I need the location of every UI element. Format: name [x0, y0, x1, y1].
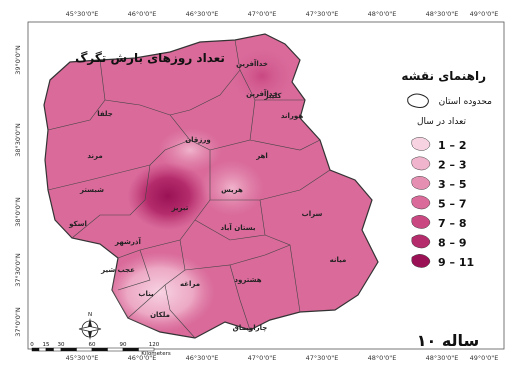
scale-unit: Kilometers: [141, 351, 171, 357]
county-label-marand: مرند: [87, 152, 102, 160]
scale-label: 60: [89, 342, 96, 348]
county-label-malekan: ملکان: [150, 311, 170, 319]
scale-segment: [76, 347, 93, 352]
county-label-bonab: بناب: [138, 290, 154, 298]
bottom-tick: 47°30'0"E: [306, 354, 339, 362]
top-tick: 49°0'0"E: [470, 10, 499, 18]
top-ticks: 45°30'0"E 46°0'0"E 46°30'0"E 47°0'0"E 47…: [66, 10, 499, 18]
legend: راهنمای نقشه محدوده استان تعداد در سال 1…: [401, 69, 492, 269]
legend-range-label: 1 – 2: [438, 139, 466, 152]
legend-swatch: [411, 156, 431, 171]
scale-segments: [31, 347, 155, 352]
top-tick: 46°30'0"E: [186, 10, 219, 18]
legend-swatch: [411, 137, 431, 151]
scale-segment: [138, 347, 155, 352]
left-tick: 38°0'0"N: [14, 197, 22, 227]
top-tick: 47°0'0"E: [248, 10, 277, 18]
county-label-ajabshir: عجب شیر: [100, 266, 135, 274]
left-tick: 38°30'0"N: [14, 123, 22, 157]
county-label-kaleybar: کلیبر: [264, 92, 283, 100]
bottom-tick: 48°30'0"E: [426, 354, 459, 362]
legend-range-label: 5 – 7: [438, 198, 466, 211]
scale-segment: [91, 347, 108, 352]
bottom-tick: 45°30'0"E: [66, 354, 99, 362]
scale-bar: 0 15 30 60 90 120 Kilometers: [30, 342, 171, 357]
hotspot-kaleybar: [228, 46, 296, 106]
legend-count-label: تعداد در سال: [417, 117, 466, 127]
county-label-hashtrud: هشترود: [234, 276, 261, 284]
bottom-tick: 49°0'0"E: [470, 354, 499, 362]
legend-range-label: 2 – 3: [438, 159, 466, 172]
legend-classes: 1 – 2 2 – 3 3 – 5 5 – 7 7 – 8 8 – 9 9 – 11: [411, 137, 474, 269]
scale-label: 90: [120, 342, 127, 348]
county-label-hurand: هوراند: [281, 112, 303, 120]
province-layer: [43, 33, 379, 339]
scale-label: 30: [58, 342, 65, 348]
legend-boundary: محدوده استان: [407, 93, 493, 108]
county-label-mianeh: میانه: [330, 256, 347, 264]
county-labels: خداآفرین خداآفرین کلیبر هوراند جلفا ورزق…: [68, 59, 346, 332]
legend-swatch: [411, 234, 431, 249]
left-tick: 37°0'0"N: [14, 307, 22, 337]
scale-segment: [31, 347, 40, 352]
county-label-charuymaq: چاراویماق: [233, 324, 268, 332]
scale-segment: [122, 347, 139, 352]
top-tick: 47°30'0"E: [306, 10, 339, 18]
low-zone-south: [105, 252, 215, 332]
scale-label: 120: [149, 342, 160, 348]
bottom-tick: 47°0'0"E: [248, 354, 277, 362]
left-ticks: 39°0'0"N 38°30'0"N 38°0'0"N 37°30'0"N 37…: [14, 45, 22, 337]
legend-title: راهنمای نقشه: [401, 69, 486, 83]
bottom-tick: 46°0'0"E: [128, 354, 157, 362]
county-label-jolfa: جلفا: [97, 110, 113, 118]
legend-boundary-label: محدوده استان: [439, 97, 493, 107]
legend-swatch: [411, 254, 431, 268]
scale-segment: [38, 347, 47, 352]
top-tick: 45°30'0"E: [66, 10, 99, 18]
top-tick: 48°30'0"E: [426, 10, 459, 18]
county-label-varzaqan: ورزقان: [185, 136, 211, 144]
legend-swatch: [411, 176, 431, 190]
scale-label: 15: [43, 342, 50, 348]
county-label-maragheh: مراغه: [180, 280, 200, 288]
county-label-khodaafarin: خداآفرین: [236, 59, 268, 68]
county-label-bostanabad: بستان آباد: [221, 223, 256, 232]
period-label: ۱۰ ساله: [417, 331, 480, 350]
county-label: خداآفرین: [246, 89, 278, 98]
north-arrow-icon: N: [78, 312, 102, 340]
scale-segment: [45, 347, 54, 352]
county-label-tabriz: تبریز: [171, 204, 189, 212]
north-label: N: [88, 312, 92, 318]
legend-swatch: [411, 195, 431, 210]
top-tick: 46°0'0"E: [128, 10, 157, 18]
county-borders: [47, 39, 331, 339]
legend-range-label: 8 – 9: [438, 237, 466, 250]
legend-range-label: 7 – 8: [438, 217, 466, 230]
scale-segment: [107, 347, 124, 352]
top-tick: 48°0'0"E: [368, 10, 397, 18]
boundary-swatch-icon: [407, 93, 429, 108]
scale-label: 0: [30, 342, 34, 348]
bottom-tick: 46°30'0"E: [186, 354, 219, 362]
bottom-tick: 48°0'0"E: [368, 354, 397, 362]
county-label-azarshahr: آذرشهر: [114, 237, 141, 246]
left-tick: 39°0'0"N: [14, 45, 22, 75]
county-label-ahar: اهر: [255, 152, 268, 160]
scale-segment: [60, 347, 77, 352]
county-label-haris: هریس: [221, 186, 243, 194]
legend-range-label: 3 – 5: [438, 178, 466, 191]
bottom-ticks: 45°30'0"E 46°0'0"E 46°30'0"E 47°0'0"E 47…: [66, 354, 499, 362]
county-label-osku: اسکو: [68, 220, 87, 228]
low-zone-varzaqan: [158, 128, 222, 172]
legend-range-label: 9 – 11: [438, 256, 474, 269]
map-title: تعداد روزهای بارش تگرگ: [75, 50, 225, 66]
left-tick: 37°30'0"N: [14, 253, 22, 287]
county-label-shabestar: شبستر: [79, 186, 104, 194]
low-zone-haris: [200, 160, 264, 216]
scale-segment: [53, 347, 62, 352]
county-label-sarab: سراب: [302, 210, 323, 218]
legend-swatch: [411, 215, 431, 229]
